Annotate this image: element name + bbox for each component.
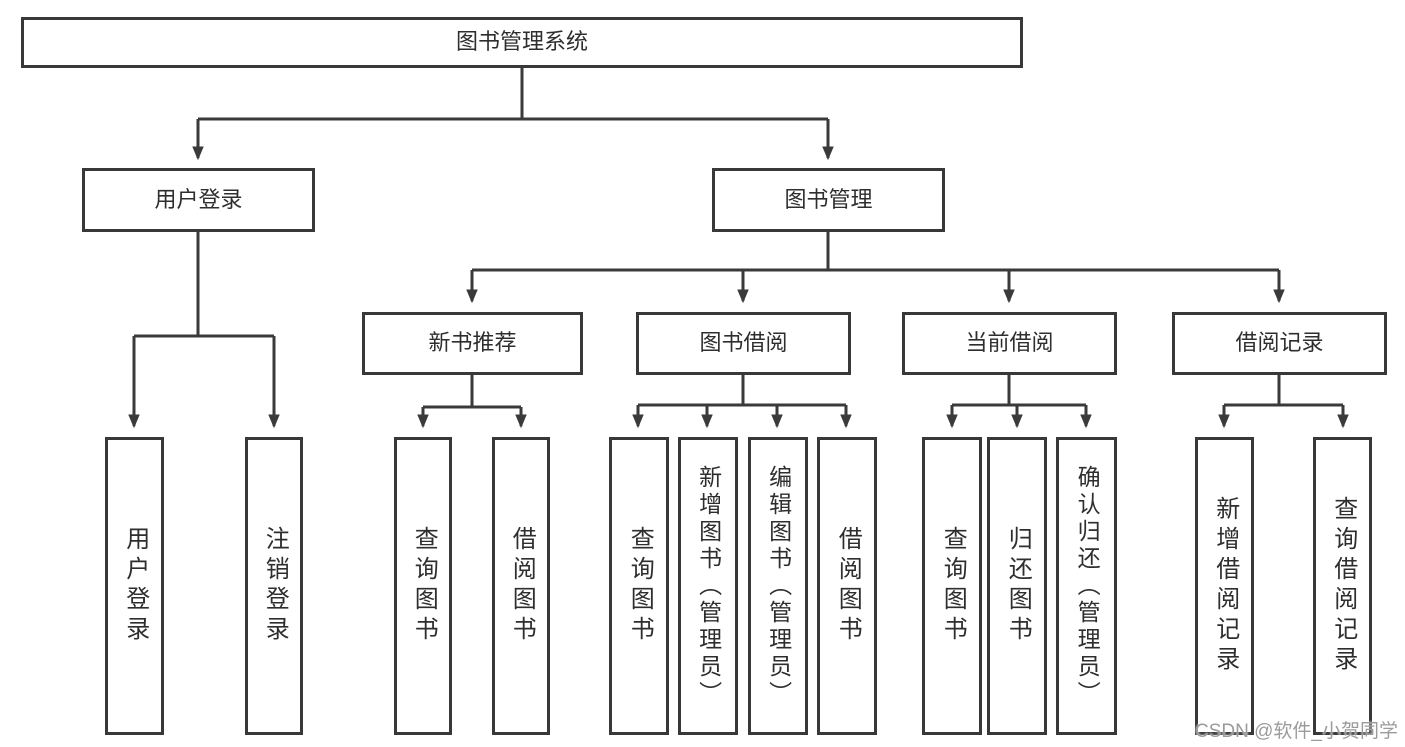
leaf-add-borrow-record: 新增借阅记录 bbox=[1195, 437, 1254, 735]
node-label: 当前借阅 bbox=[965, 330, 1054, 356]
node-label: 查询借阅记录 bbox=[1329, 496, 1357, 676]
connector-user-login-to-children bbox=[128, 232, 280, 429]
leaf-query-books-borrowing: 查询图书 bbox=[609, 437, 669, 735]
node-label: 查询图书 bbox=[410, 526, 438, 646]
connector-new-book-recommend-to-children bbox=[417, 375, 527, 429]
leaf-query-books-recommend: 查询图书 bbox=[394, 437, 452, 735]
leaf-add-books-admin: 新增图书（管理员） bbox=[678, 437, 738, 735]
connector-root-to-level1 bbox=[192, 68, 834, 161]
leaf-confirm-return-admin: 确认归还（管理员） bbox=[1056, 437, 1117, 735]
node-label: 确认归还（管理员） bbox=[1074, 464, 1101, 708]
leaf-logout: 注销登录 bbox=[245, 437, 303, 735]
node-label: 注销登录 bbox=[261, 526, 289, 646]
node-label: 新增图书（管理员） bbox=[695, 464, 722, 708]
leaf-edit-books-admin: 编辑图书（管理员） bbox=[748, 437, 808, 735]
node-label: 借阅图书 bbox=[834, 526, 862, 646]
connector-book-borrowing-to-children bbox=[632, 375, 852, 429]
node-label: 新书推荐 bbox=[428, 330, 517, 356]
node-label: 查询图书 bbox=[626, 526, 654, 646]
csdn-watermark: CSDN @软件_小贺同学 bbox=[1195, 721, 1398, 742]
node-user-login-branch: 用户登录 bbox=[82, 168, 315, 232]
node-label: 用户登录 bbox=[121, 526, 149, 646]
node-current-borrowing: 当前借阅 bbox=[902, 312, 1117, 375]
node-library-management-system: 图书管理系统 bbox=[21, 17, 1023, 68]
node-label: 图书管理系统 bbox=[455, 29, 588, 55]
leaf-query-books-current: 查询图书 bbox=[922, 437, 982, 735]
leaf-query-borrow-record: 查询借阅记录 bbox=[1313, 437, 1372, 735]
node-label: 用户登录 bbox=[154, 186, 243, 212]
node-book-borrowing: 图书借阅 bbox=[636, 312, 851, 375]
node-new-book-recommend: 新书推荐 bbox=[362, 312, 583, 375]
node-label: 新增借阅记录 bbox=[1211, 496, 1239, 676]
node-label: 借阅图书 bbox=[508, 526, 536, 646]
leaf-user-login: 用户登录 bbox=[105, 437, 164, 735]
node-label: 图书管理 bbox=[784, 186, 873, 212]
connector-book-management-to-level2 bbox=[466, 232, 1285, 304]
node-label: 查询图书 bbox=[939, 526, 967, 646]
leaf-borrow-books-borrowing: 借阅图书 bbox=[817, 437, 877, 735]
node-label: 借阅记录 bbox=[1235, 330, 1324, 356]
node-borrow-records: 借阅记录 bbox=[1172, 312, 1387, 375]
leaf-return-books: 归还图书 bbox=[987, 437, 1047, 735]
node-label: 图书借阅 bbox=[699, 330, 788, 356]
connector-borrow-records-to-children bbox=[1218, 375, 1349, 429]
node-label: 归还图书 bbox=[1004, 526, 1032, 646]
leaf-borrow-books-recommend: 借阅图书 bbox=[492, 437, 550, 735]
node-book-management: 图书管理 bbox=[712, 168, 945, 232]
connector-current-borrowing-to-children bbox=[946, 375, 1092, 429]
node-label: 编辑图书（管理员） bbox=[765, 464, 792, 708]
